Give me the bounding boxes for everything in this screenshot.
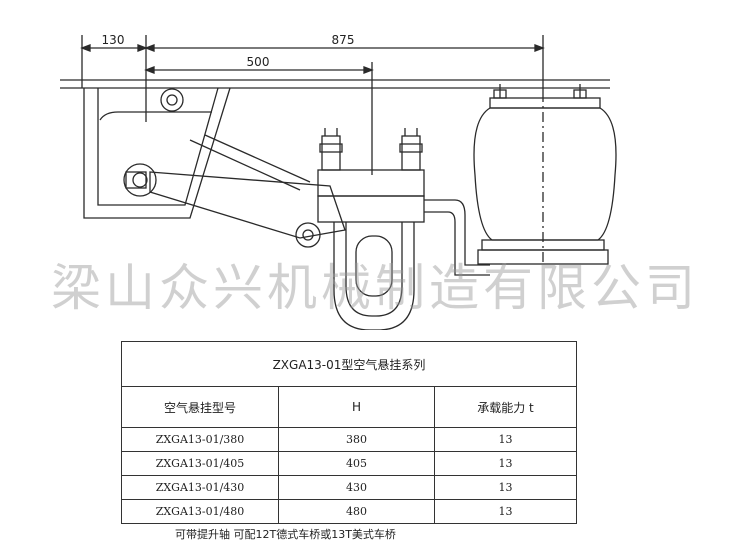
table-title-row: ZXGA13-01型空气悬挂系列 xyxy=(121,341,577,387)
dimension-130: 130 xyxy=(102,33,125,47)
footnote: 可带提升轴 可配12T德式车桥或13T美式车桥 xyxy=(175,528,396,541)
cell-model: ZXGA13-01/405 xyxy=(121,451,279,476)
dimension-500: 500 xyxy=(247,55,270,69)
cell-h: 430 xyxy=(278,475,435,500)
cell-model: ZXGA13-01/430 xyxy=(121,475,279,500)
cell-capacity: 13 xyxy=(434,475,577,500)
cell-capacity: 13 xyxy=(434,499,577,524)
cell-capacity: 13 xyxy=(434,451,577,476)
cell-h: 380 xyxy=(278,427,435,452)
cell-capacity: 13 xyxy=(434,427,577,452)
cell-h: 480 xyxy=(278,499,435,524)
cell-h: 405 xyxy=(278,451,435,476)
dimension-875: 875 xyxy=(332,33,355,47)
cell-model: ZXGA13-01/480 xyxy=(121,499,279,524)
header-capacity: 承载能力 t xyxy=(434,386,577,428)
table-row: ZXGA13-01/380 380 13 xyxy=(121,427,577,452)
table-header-row: 空气悬挂型号 H 承载能力 t xyxy=(121,386,577,428)
spec-table: ZXGA13-01型空气悬挂系列 空气悬挂型号 H 承载能力 t ZXGA13-… xyxy=(121,341,577,524)
header-model: 空气悬挂型号 xyxy=(121,386,279,428)
table-row: ZXGA13-01/480 480 13 xyxy=(121,499,577,524)
table-row: ZXGA13-01/405 405 13 xyxy=(121,451,577,476)
header-h: H xyxy=(278,386,435,428)
suspension-drawing: 130 875 500 xyxy=(60,33,617,330)
table-title: ZXGA13-01型空气悬挂系列 xyxy=(121,341,577,387)
table-row: ZXGA13-01/430 430 13 xyxy=(121,475,577,500)
cell-model: ZXGA13-01/380 xyxy=(121,427,279,452)
